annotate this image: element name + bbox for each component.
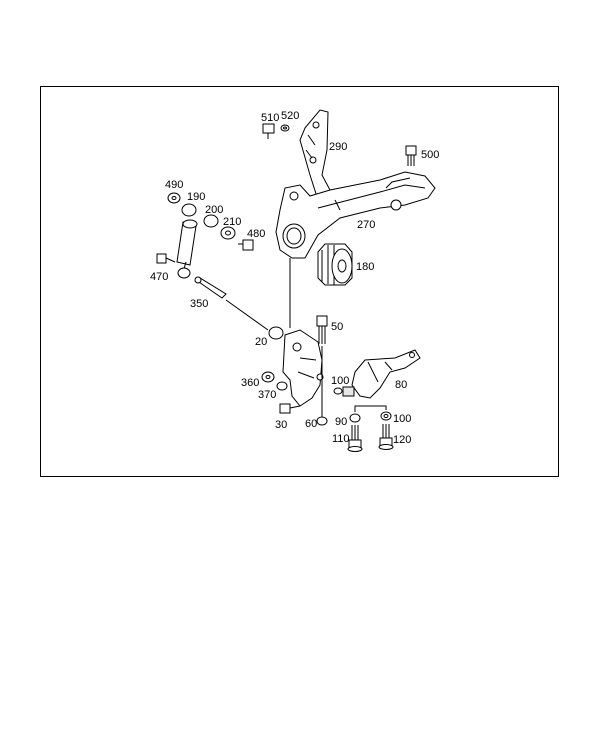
- part-label-50: 50: [331, 321, 343, 333]
- part-label-510: 510: [261, 112, 279, 124]
- washer-part-210[interactable]: [220, 226, 236, 240]
- part-label-500: 500: [421, 149, 439, 161]
- nut-part-60[interactable]: [316, 416, 328, 426]
- diagram-frame: [40, 86, 559, 477]
- part-label-270: 270: [357, 219, 375, 231]
- bushing-part-190[interactable]: [181, 203, 197, 217]
- part-label-350: 350: [190, 298, 208, 310]
- part-label-210: 210: [223, 216, 241, 228]
- part-label-30: 30: [275, 419, 287, 431]
- part-label-490: 490: [165, 179, 183, 191]
- part-label-100-upper: 100: [331, 375, 349, 387]
- part-label-520: 520: [281, 110, 299, 122]
- bracket-part-290[interactable]: [299, 109, 331, 201]
- washer-part-520[interactable]: [280, 124, 290, 132]
- bolt-part-470[interactable]: [156, 253, 176, 264]
- part-label-370: 370: [258, 389, 276, 401]
- bolt-part-500[interactable]: [405, 145, 417, 166]
- bushing-part-200[interactable]: [203, 214, 219, 228]
- bolt-part-30[interactable]: [279, 403, 301, 414]
- leader-line-lower: [354, 405, 387, 412]
- part-label-110: 110: [332, 433, 350, 445]
- leader-line-pin: [225, 299, 269, 331]
- part-label-80: 80: [395, 379, 407, 391]
- bolt-part-510[interactable]: [262, 123, 275, 139]
- part-label-100-lower: 100: [393, 413, 411, 425]
- part-label-120: 120: [393, 434, 411, 446]
- bolt-part-110[interactable]: [347, 425, 363, 452]
- part-label-180: 180: [356, 261, 374, 273]
- bolt-part-50[interactable]: [316, 315, 328, 344]
- washer-part-90[interactable]: [349, 413, 361, 423]
- bushing-part-180[interactable]: [317, 243, 353, 286]
- part-label-190: 190: [187, 191, 205, 203]
- part-label-470: 470: [150, 271, 168, 283]
- bolt-part-480[interactable]: [238, 239, 254, 251]
- shock-absorber[interactable]: [176, 219, 198, 279]
- washer-part-100a[interactable]: [333, 387, 343, 395]
- frame-arm-part-270[interactable]: [275, 171, 436, 259]
- part-label-90: 90: [335, 416, 347, 428]
- part-label-60: 60: [305, 418, 317, 430]
- bracket-part-80[interactable]: [342, 349, 421, 399]
- washer-part-370[interactable]: [276, 381, 288, 391]
- part-label-20: 20: [255, 336, 267, 348]
- pin-part-350[interactable]: [194, 276, 227, 299]
- washer-part-100b[interactable]: [380, 411, 392, 421]
- bracket-part-20[interactable]: [268, 326, 324, 407]
- washer-part-490[interactable]: [167, 192, 181, 204]
- part-label-290: 290: [329, 141, 347, 153]
- part-label-360: 360: [241, 377, 259, 389]
- part-label-200: 200: [205, 204, 223, 216]
- washer-part-360[interactable]: [261, 371, 275, 383]
- part-label-480: 480: [247, 228, 265, 240]
- bolt-part-120[interactable]: [378, 424, 394, 450]
